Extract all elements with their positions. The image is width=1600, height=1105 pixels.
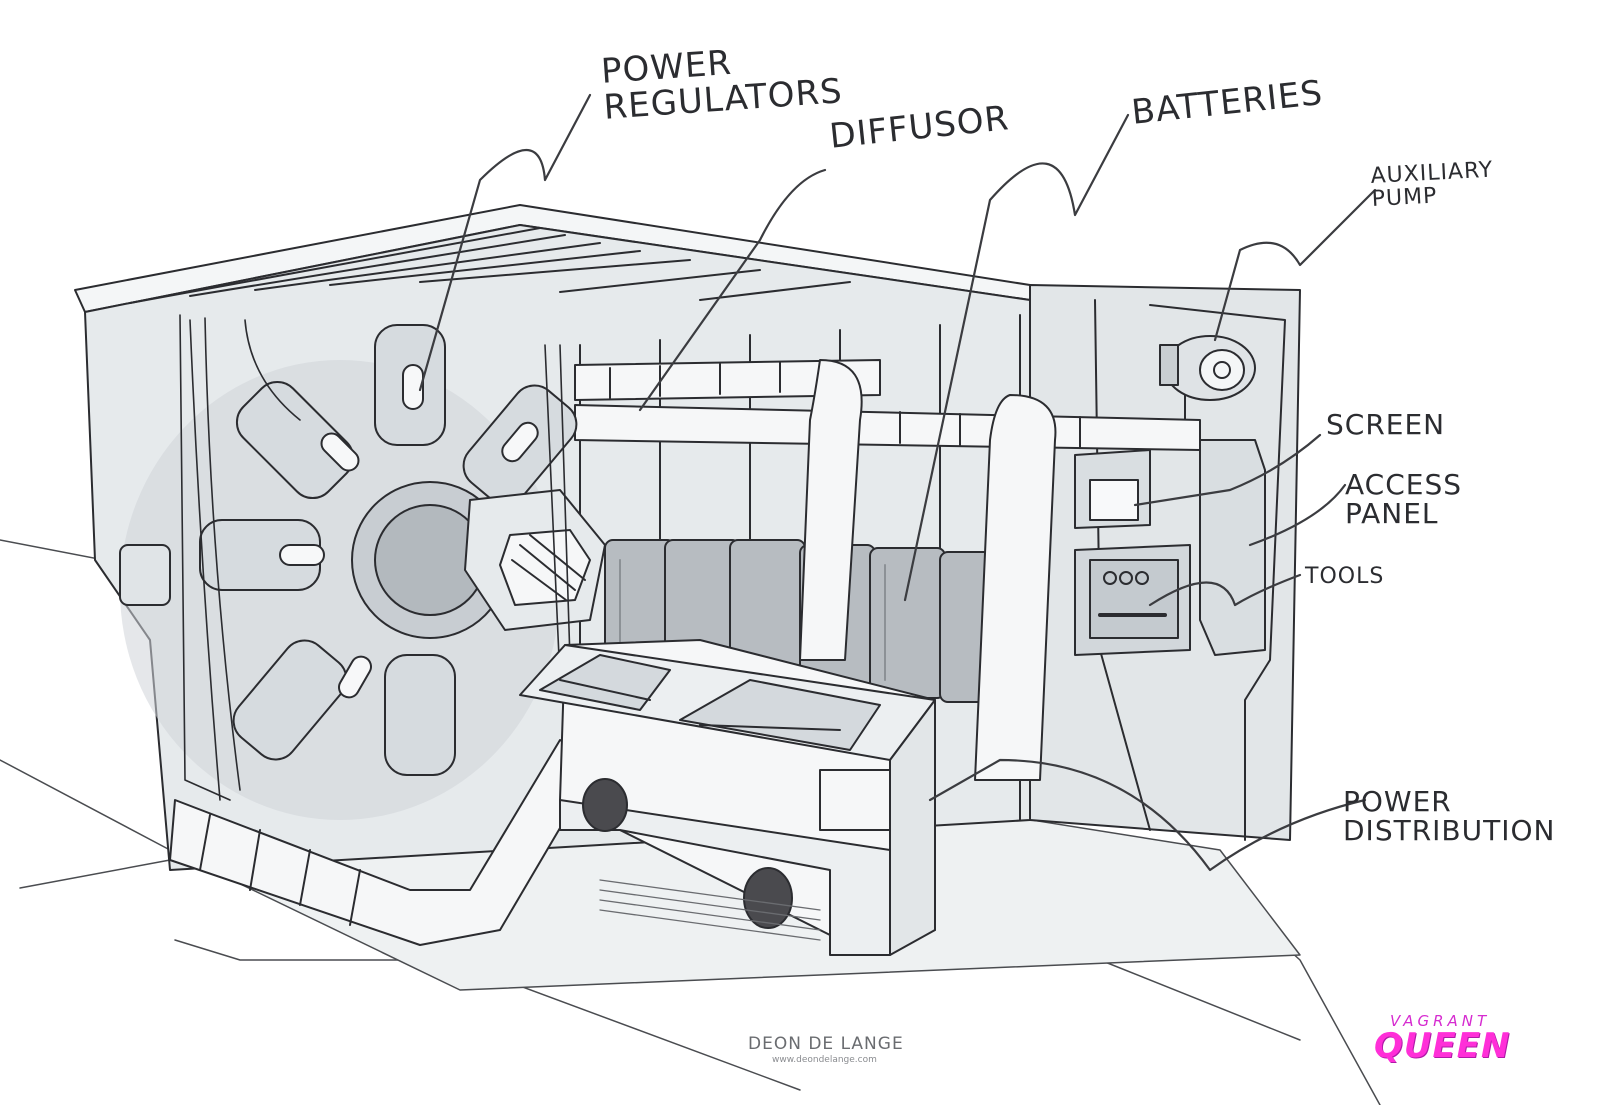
auxiliary-pump [1159,335,1256,441]
access-panel [1199,439,1266,656]
artist-url: www.deondelange.com [772,1055,877,1065]
power-distribution-unit [519,639,936,956]
logo-top-text: VAGRANT [1390,1012,1491,1030]
tools-rack [1089,559,1179,639]
label-tools: TOOLS [1305,564,1385,589]
leader-power-distribution [928,758,1367,872]
pipes [169,359,1201,946]
leader-tools [1148,573,1302,607]
leader-power-regulators [418,93,592,392]
leader-screen [1133,433,1322,507]
label-power-distribution: POWER DISTRIBUTION [1343,785,1556,848]
artist-credit: DEON DE LANGE [748,1034,904,1054]
label-access-panel: ACCESS PANEL [1345,468,1463,531]
label-power-regulators: POWER REGULATORS [599,42,844,128]
leader-lines [418,93,1377,872]
wires [179,314,571,801]
leader-diffusor [638,168,827,412]
label-screen: SCREEN [1326,408,1446,441]
logo-main-text: QUEEN [1374,1026,1511,1066]
leader-batteries [903,113,1130,602]
leader-auxiliary-pump [1213,188,1377,342]
label-auxiliary-pump: AUXILIARY PUMP [1369,157,1494,213]
screen [1089,479,1139,521]
leader-access-panel [1248,483,1347,547]
vagrant-queen-logo: VAGRANT QUEEN [1360,1012,1520,1072]
